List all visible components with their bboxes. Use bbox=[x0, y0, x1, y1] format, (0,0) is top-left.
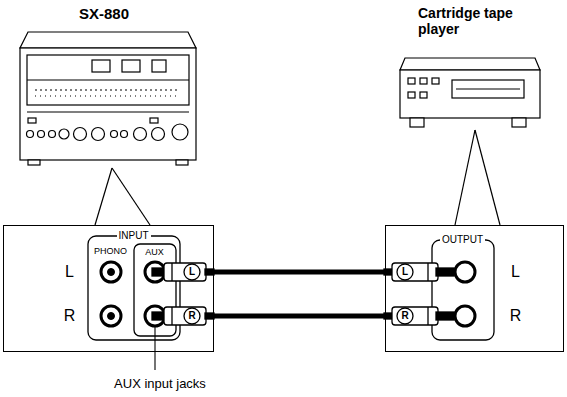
receiver-drawing bbox=[20, 32, 196, 165]
rca-jack bbox=[101, 262, 475, 326]
rca-plug bbox=[152, 263, 454, 325]
channel-letter: L bbox=[65, 263, 74, 281]
tape-player-drawing bbox=[400, 58, 540, 127]
model-name: SX-880 bbox=[79, 5, 129, 22]
jack-label: INPUT bbox=[117, 230, 151, 241]
audio-cable bbox=[214, 314, 385, 319]
audio-cable bbox=[214, 270, 385, 275]
channel-letter: R bbox=[510, 307, 522, 325]
channel-letter: L bbox=[511, 263, 520, 281]
channel-letter: R bbox=[64, 307, 76, 325]
plug-letter: R bbox=[188, 310, 195, 322]
callout-text: AUX input jacks bbox=[114, 377, 206, 392]
plug-letter: L bbox=[189, 266, 195, 278]
jack-label: OUTPUT bbox=[440, 234, 485, 245]
callout-panel: INPUT PHONO AUX L R bbox=[3, 225, 214, 352]
output-jack-panel bbox=[432, 240, 494, 340]
jack-label: PHONO bbox=[92, 247, 129, 257]
plug-letter: R bbox=[401, 310, 408, 322]
jack-label: AUX bbox=[143, 248, 166, 258]
plug-letter: L bbox=[402, 266, 408, 278]
callout-wedge bbox=[95, 130, 500, 225]
device-name: Cartridge tape player bbox=[418, 5, 528, 37]
callout-panel: OUTPUT L R bbox=[385, 225, 564, 352]
leader-line bbox=[154, 327, 155, 370]
